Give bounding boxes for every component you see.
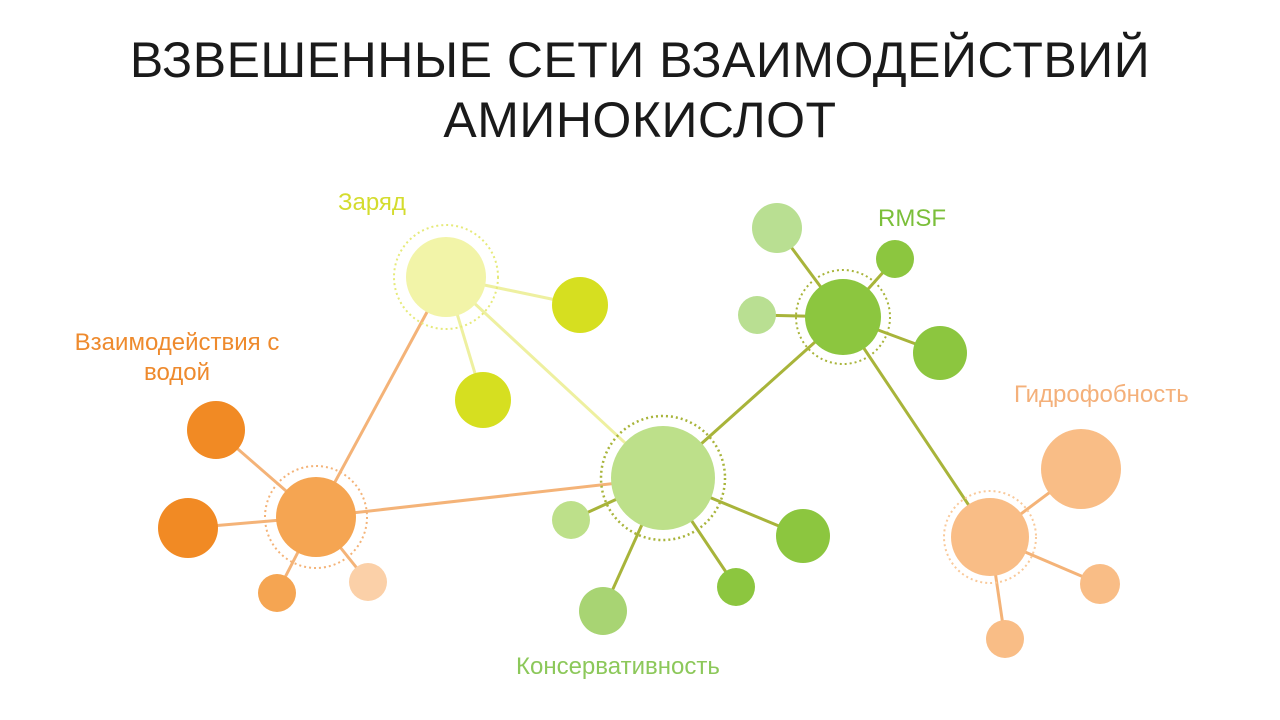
label-rmsf: RMSF [878,205,946,232]
label-hydrophobicity: Гидрофобность [1014,381,1189,408]
conservation-hub-node [611,426,715,530]
title-line-1: ВЗВЕШЕННЫЕ СЕТИ ВЗАИМОДЕЙСТВИЙ [129,32,1151,88]
water-node-4 [349,563,387,601]
label-water-interactions: Взаимодействия с водой [52,328,302,388]
edge-water-hub-to-conservation-hub [315,476,664,519]
label-conservation: Консервативность [516,653,720,680]
label-water-line-2: водой [143,359,211,386]
water-group [158,401,387,612]
charge-node-1 [552,277,608,333]
label-charge: Заряд [338,189,406,216]
charge-hub-ring [393,224,499,330]
edge-rmsf-hub-to-hydro-hub [841,316,992,538]
rmsf-node-1 [752,203,802,253]
hydro-node-2 [1080,564,1120,604]
conservation-hub-ring [599,414,727,542]
rmsf-node-2 [876,240,914,278]
hydro-node-1 [1041,429,1121,509]
rmsf-hub-node [805,279,881,355]
water-node-2 [158,498,218,558]
edge-water-hub-to-charge-hub [314,276,448,518]
cons-node-2 [579,587,627,635]
rmsf-node-3 [738,296,776,334]
rmsf-hub-ring [795,269,891,365]
hydro-node-3 [986,620,1024,658]
water-node-3 [258,574,296,612]
hydro-hub-ring [943,490,1037,584]
cons-node-1 [552,501,590,539]
water-hub-ring [264,465,368,569]
charge-hub-node [406,237,486,317]
water-hub-node [276,477,356,557]
cons-node-3 [717,568,755,606]
charge-node-2 [455,372,511,428]
cons-node-4 [776,509,830,563]
page-title: ВЗВЕШЕННЫЕ СЕТИ ВЗАИМОДЕЙСТВИЙ АМИНОКИСЛ… [0,30,1280,150]
water-node-1 [187,401,245,459]
hydrophobicity-group [943,429,1121,658]
rmsf-node-4 [913,326,967,380]
title-line-2: АМИНОКИСЛОТ [443,92,837,148]
hydro-hub-node [951,498,1029,576]
rmsf-group [738,203,967,380]
label-water-line-1: Взаимодействия с [74,329,280,356]
conservation-group [552,414,830,635]
charge-group [393,224,608,428]
